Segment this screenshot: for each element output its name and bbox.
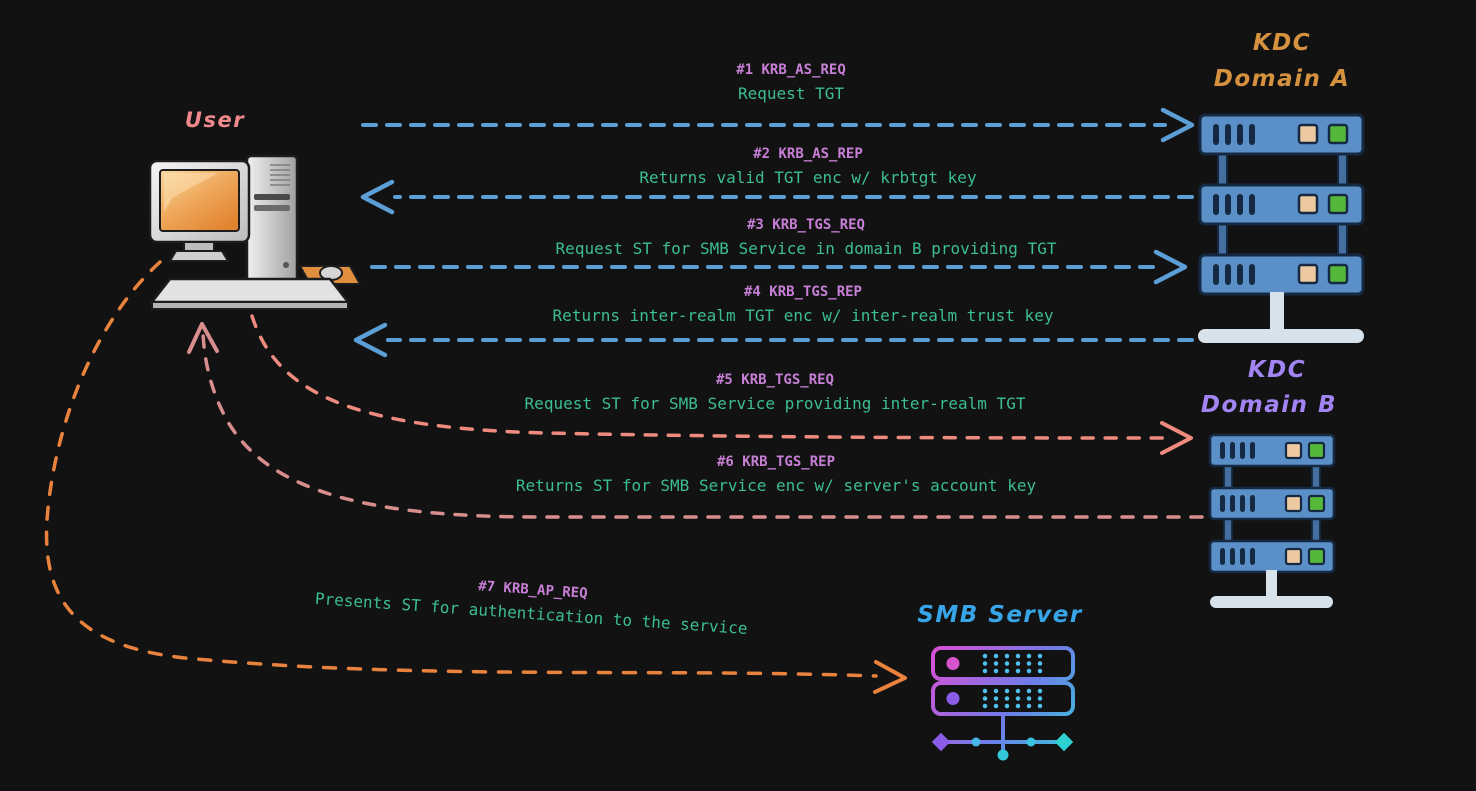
keyboard [149, 277, 351, 310]
crt-monitor [148, 159, 251, 262]
message-2-id: #2 KRB_AS_REP [753, 146, 863, 162]
message-6-desc: Returns ST for SMB Service enc w/ server… [515, 476, 1037, 495]
arrow-krb-ap-req [44, 260, 907, 694]
user-computer-icon [148, 154, 362, 310]
pc-tower [245, 154, 299, 283]
kdc-a-domain-label: Domain A [1213, 66, 1351, 92]
network-stand [1210, 570, 1333, 608]
message-5-desc: Request ST for SMB Service providing int… [524, 394, 1026, 413]
message-6-id: #6 KRB_TGS_REP [716, 454, 836, 470]
message-2: #2 KRB_AS_REP Returns valid TGT enc w/ k… [639, 146, 976, 187]
kdc-a-server-icon [1198, 113, 1365, 343]
smb-server-label: SMB Server [917, 602, 1083, 628]
message-1-id: #1 KRB_AS_REQ [736, 62, 846, 78]
kdc-b-domain-label: Domain B [1200, 392, 1338, 418]
message-1-desc: Request TGT [738, 84, 844, 103]
arrow-krb-as-rep [360, 179, 1194, 215]
arrow-krb-tgs-rep-domain-a [353, 322, 1194, 358]
message-4-desc: Returns inter-realm TGT enc w/ inter-rea… [552, 306, 1054, 325]
kdc-a-title: KDC [1252, 30, 1312, 56]
arrow-krb-as-req [361, 107, 1195, 143]
message-3-id: #3 KRB_TGS_REQ [746, 217, 865, 233]
message-4-id: #4 KRB_TGS_REP [743, 284, 862, 300]
arrow-krb-tgs-rep-domain-b [187, 322, 1204, 519]
vent-dots [982, 653, 1054, 709]
status-led [946, 692, 960, 705]
kdc-b-server-icon [1208, 433, 1336, 608]
message-6: #6 KRB_TGS_REP Returns ST for SMB Servic… [516, 454, 1036, 495]
message-1: #1 KRB_AS_REQ Request TGT [736, 62, 846, 103]
network-tree [941, 714, 1064, 752]
message-5: #5 KRB_TGS_REQ Request ST for SMB Servic… [525, 372, 1026, 413]
smb-server-icon [931, 646, 1075, 761]
message-2-desc: Returns valid TGT enc w/ krbtgt key [639, 168, 977, 187]
message-3-desc: Request ST for SMB Service in domain B p… [555, 239, 1057, 258]
user-label: User [184, 108, 246, 132]
arrow-krb-tgs-req-domain-b [250, 314, 1193, 455]
arrow-krb-tgs-req-domain-a [370, 249, 1188, 285]
message-4: #4 KRB_TGS_REP Returns inter-realm TGT e… [553, 284, 1054, 325]
status-led [946, 657, 960, 670]
message-5-id: #5 KRB_TGS_REQ [715, 372, 834, 388]
message-3: #3 KRB_TGS_REQ Request ST for SMB Servic… [556, 217, 1057, 258]
network-stand [1198, 292, 1364, 343]
kdc-b-title: KDC [1247, 357, 1307, 383]
